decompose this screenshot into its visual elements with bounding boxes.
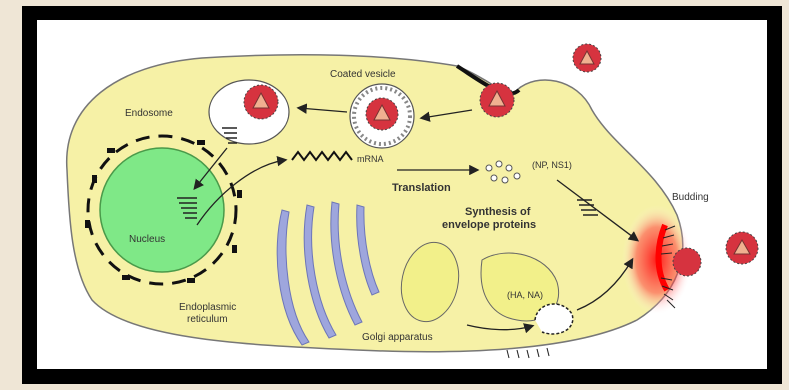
- label-np-ns1: (NP, NS1): [532, 160, 572, 170]
- label-ha-na: (HA, NA): [507, 290, 543, 300]
- bottom-membrane-spikes: [507, 348, 549, 358]
- nucleus: [100, 148, 224, 272]
- cell-diagram: Nucleus Endosome Coated vesicle: [37, 20, 767, 369]
- label-synthesis-line1: Synthesis of: [465, 206, 531, 218]
- secretory-vesicle: [535, 304, 573, 334]
- label-endosome: Endosome: [125, 108, 173, 119]
- label-coated-vesicle: Coated vesicle: [330, 69, 396, 80]
- budding-virus: [673, 248, 701, 276]
- label-mrna: mRNA: [357, 154, 384, 164]
- label-budding: Budding: [672, 192, 709, 203]
- label-synthesis-line2: envelope proteins: [442, 219, 536, 231]
- diagram-frame: Nucleus Endosome Coated vesicle: [22, 6, 782, 384]
- label-translation: Translation: [392, 182, 451, 194]
- label-er-line1: Endoplasmic: [179, 302, 236, 313]
- label-er-line2: reticulum: [187, 314, 228, 325]
- label-nucleus: Nucleus: [129, 234, 165, 245]
- diagram-panel: Nucleus Endosome Coated vesicle: [37, 20, 767, 369]
- label-golgi: Golgi apparatus: [362, 332, 433, 343]
